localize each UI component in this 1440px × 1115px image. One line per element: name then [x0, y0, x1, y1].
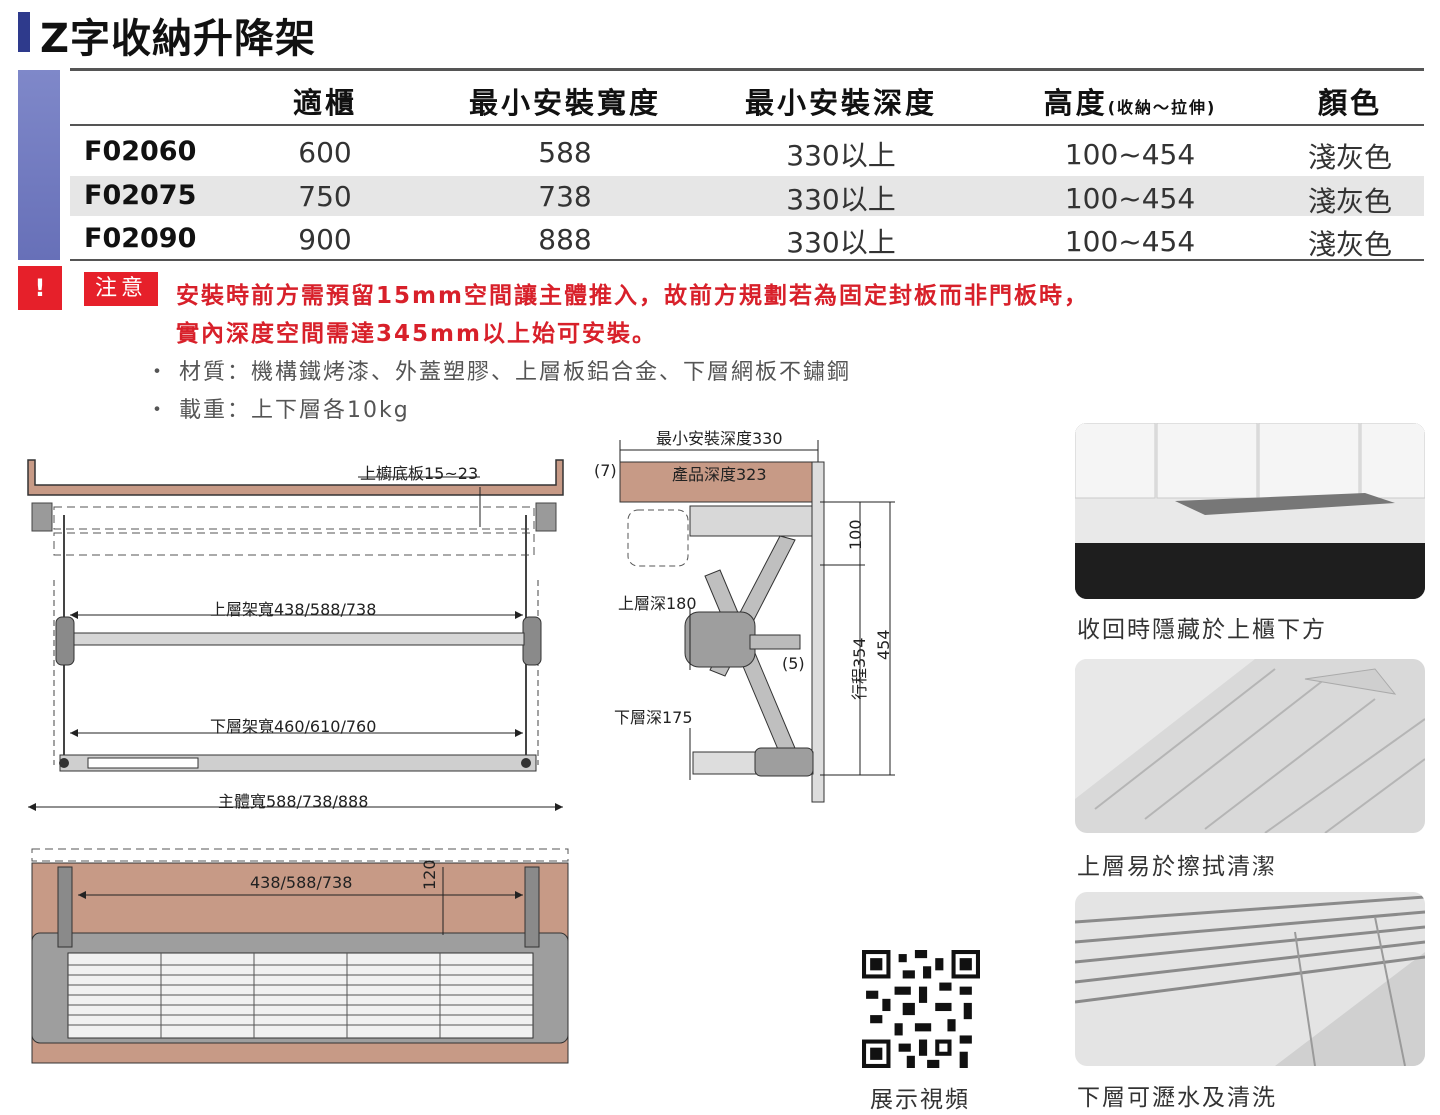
header-height: 高度(收納～拉伸) — [1010, 80, 1250, 122]
table-bottom-rule — [70, 259, 1424, 261]
row-height: 100~454 — [1064, 225, 1196, 258]
table-side-strip — [18, 70, 60, 260]
row-model: F02060 — [84, 136, 197, 167]
row-color: 淺灰色 — [1307, 141, 1392, 174]
label-product-depth: 產品深度323 — [672, 465, 767, 484]
row-height: 100~454 — [1064, 138, 1196, 171]
qr-code-icon[interactable] — [862, 950, 980, 1068]
label-side-gap: (5) — [782, 654, 805, 673]
label-lower-depth: 下層深175 — [614, 708, 693, 727]
notice-line-2: 實內深度空間需達345mm以上始可安裝。 — [176, 321, 657, 347]
front-view-diagram — [27, 459, 564, 811]
row-color: 淺灰色 — [1307, 185, 1392, 218]
table-top-rule — [70, 68, 1424, 71]
label-upper-depth: 上層深180 — [618, 594, 697, 613]
notice-badge: 注意 — [84, 272, 158, 306]
row-min-depth: 330以上 — [786, 183, 896, 216]
header-height-label: 高度 — [1043, 86, 1108, 120]
photo-upper-shelf — [1075, 659, 1425, 833]
header-height-note: (收納～拉伸) — [1107, 98, 1217, 117]
label-min-depth: 最小安裝深度330 — [656, 429, 783, 448]
label-top-depth: 120 — [420, 859, 439, 890]
row-min-width: 888 — [538, 223, 592, 256]
label-dim-454: 454 — [874, 629, 893, 660]
label-stroke: 行程354 — [850, 637, 869, 700]
photo-retracted — [1075, 423, 1425, 599]
row-min-width: 738 — [538, 180, 592, 213]
page-title: Z字收納升降架 — [40, 16, 317, 62]
label-top-width: 438/588/738 — [250, 873, 353, 892]
title-accent-bar — [18, 12, 30, 52]
row-min-depth: 330以上 — [786, 139, 896, 172]
row-color: 淺灰色 — [1307, 228, 1392, 261]
row-model: F02090 — [84, 223, 197, 254]
header-fit: 適櫃 — [292, 86, 357, 120]
label-lower-width: 下層架寬460/610/760 — [210, 717, 377, 736]
spec-load: ・ 載重：上下層各10kg — [146, 398, 410, 423]
row-min-width: 588 — [538, 136, 592, 169]
photo-caption-upper: 上層易於擦拭清潔 — [1077, 854, 1277, 880]
table-header-rule — [70, 124, 1424, 126]
row-fit: 600 — [298, 136, 352, 169]
label-body-width: 主體寬588/738/888 — [218, 792, 369, 811]
label-dim-100: 100 — [846, 519, 865, 550]
spec-material: ・ 材質：機構鐵烤漆、外蓋塑膠、上層板鋁合金、下層網板不鏽鋼 — [146, 360, 851, 385]
header-color: 顏色 — [1317, 86, 1382, 120]
row-fit: 750 — [298, 180, 352, 213]
header-min-depth: 最小安裝深度 — [744, 86, 937, 120]
row-fit: 900 — [298, 223, 352, 256]
notice-line-1: 安裝時前方需預留15mm空間讓主體推入，故前方規劃若為固定封板而非門板時， — [176, 283, 1089, 309]
table-row-shade — [70, 176, 1424, 216]
qr-caption: 展示視頻 — [870, 1087, 970, 1113]
header-min-width: 最小安裝寬度 — [468, 86, 661, 120]
warning-icon: ! — [18, 266, 62, 310]
photo-caption-retracted: 收回時隱藏於上櫃下方 — [1077, 617, 1327, 643]
photo-caption-lower: 下層可瀝水及清洗 — [1077, 1085, 1277, 1111]
label-upper-width: 上層架寬438/588/738 — [210, 600, 377, 619]
label-cabinet-bottom: 上櫥底板15~23 — [360, 464, 479, 483]
top-view-diagram — [31, 848, 569, 1064]
side-view-diagram — [619, 440, 895, 803]
label-front-gap: (7) — [594, 461, 617, 480]
row-model: F02075 — [84, 180, 197, 211]
row-min-depth: 330以上 — [786, 226, 896, 259]
photo-lower-rack — [1075, 892, 1425, 1066]
row-height: 100~454 — [1064, 182, 1196, 215]
